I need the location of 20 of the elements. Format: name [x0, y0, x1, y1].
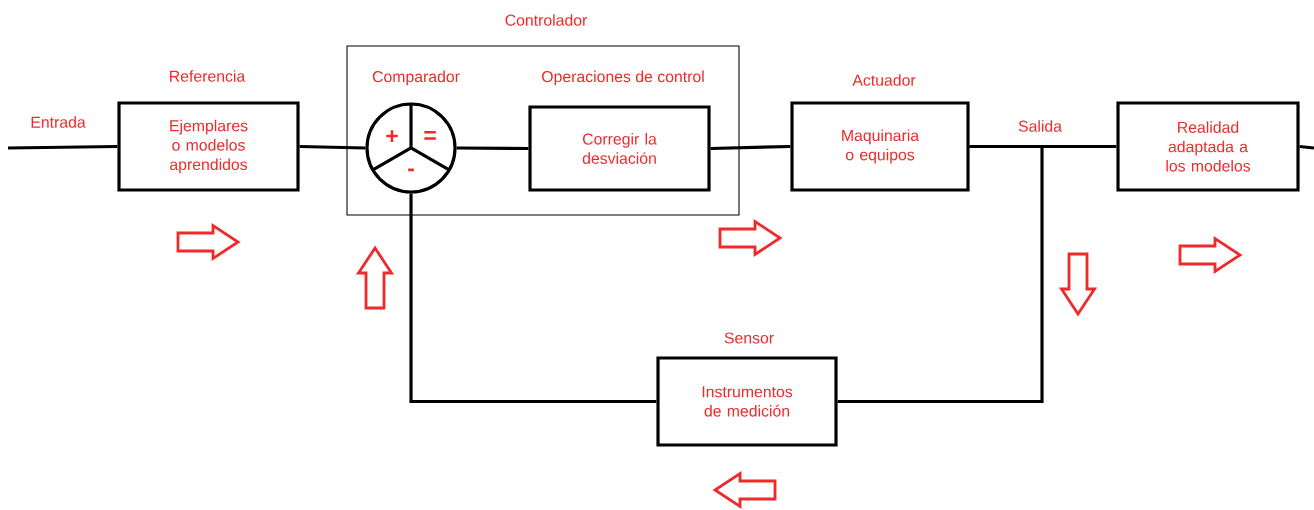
signal-label: Salida [1018, 120, 1062, 132]
signal-label: Entrada [31, 116, 86, 128]
process-box: Corregir la desviación [528, 105, 711, 192]
connector-line [409, 193, 657, 404]
process-box: Instrumentos de medición [656, 356, 838, 447]
connector-line [837, 144, 1044, 404]
heading-label: Sensor [724, 332, 774, 344]
heading-label: Controlador [505, 14, 588, 26]
heading-label: Referencia [170, 70, 246, 82]
process-box: Maquinaria o equipos [790, 101, 970, 192]
process-box: Ejemplares o modelos aprendidos [117, 101, 300, 192]
connector-line [456, 146, 529, 151]
heading-label: Actuador [852, 74, 916, 86]
connector-line [8, 144, 118, 150]
heading-label: Operaciones de control [542, 70, 704, 86]
connector-line [1299, 144, 1314, 150]
connector-line [710, 144, 791, 151]
heading-label: Comparador [372, 70, 460, 86]
process-box: Realidad adaptada a los modelos [1116, 101, 1300, 192]
connector-line [299, 144, 366, 150]
